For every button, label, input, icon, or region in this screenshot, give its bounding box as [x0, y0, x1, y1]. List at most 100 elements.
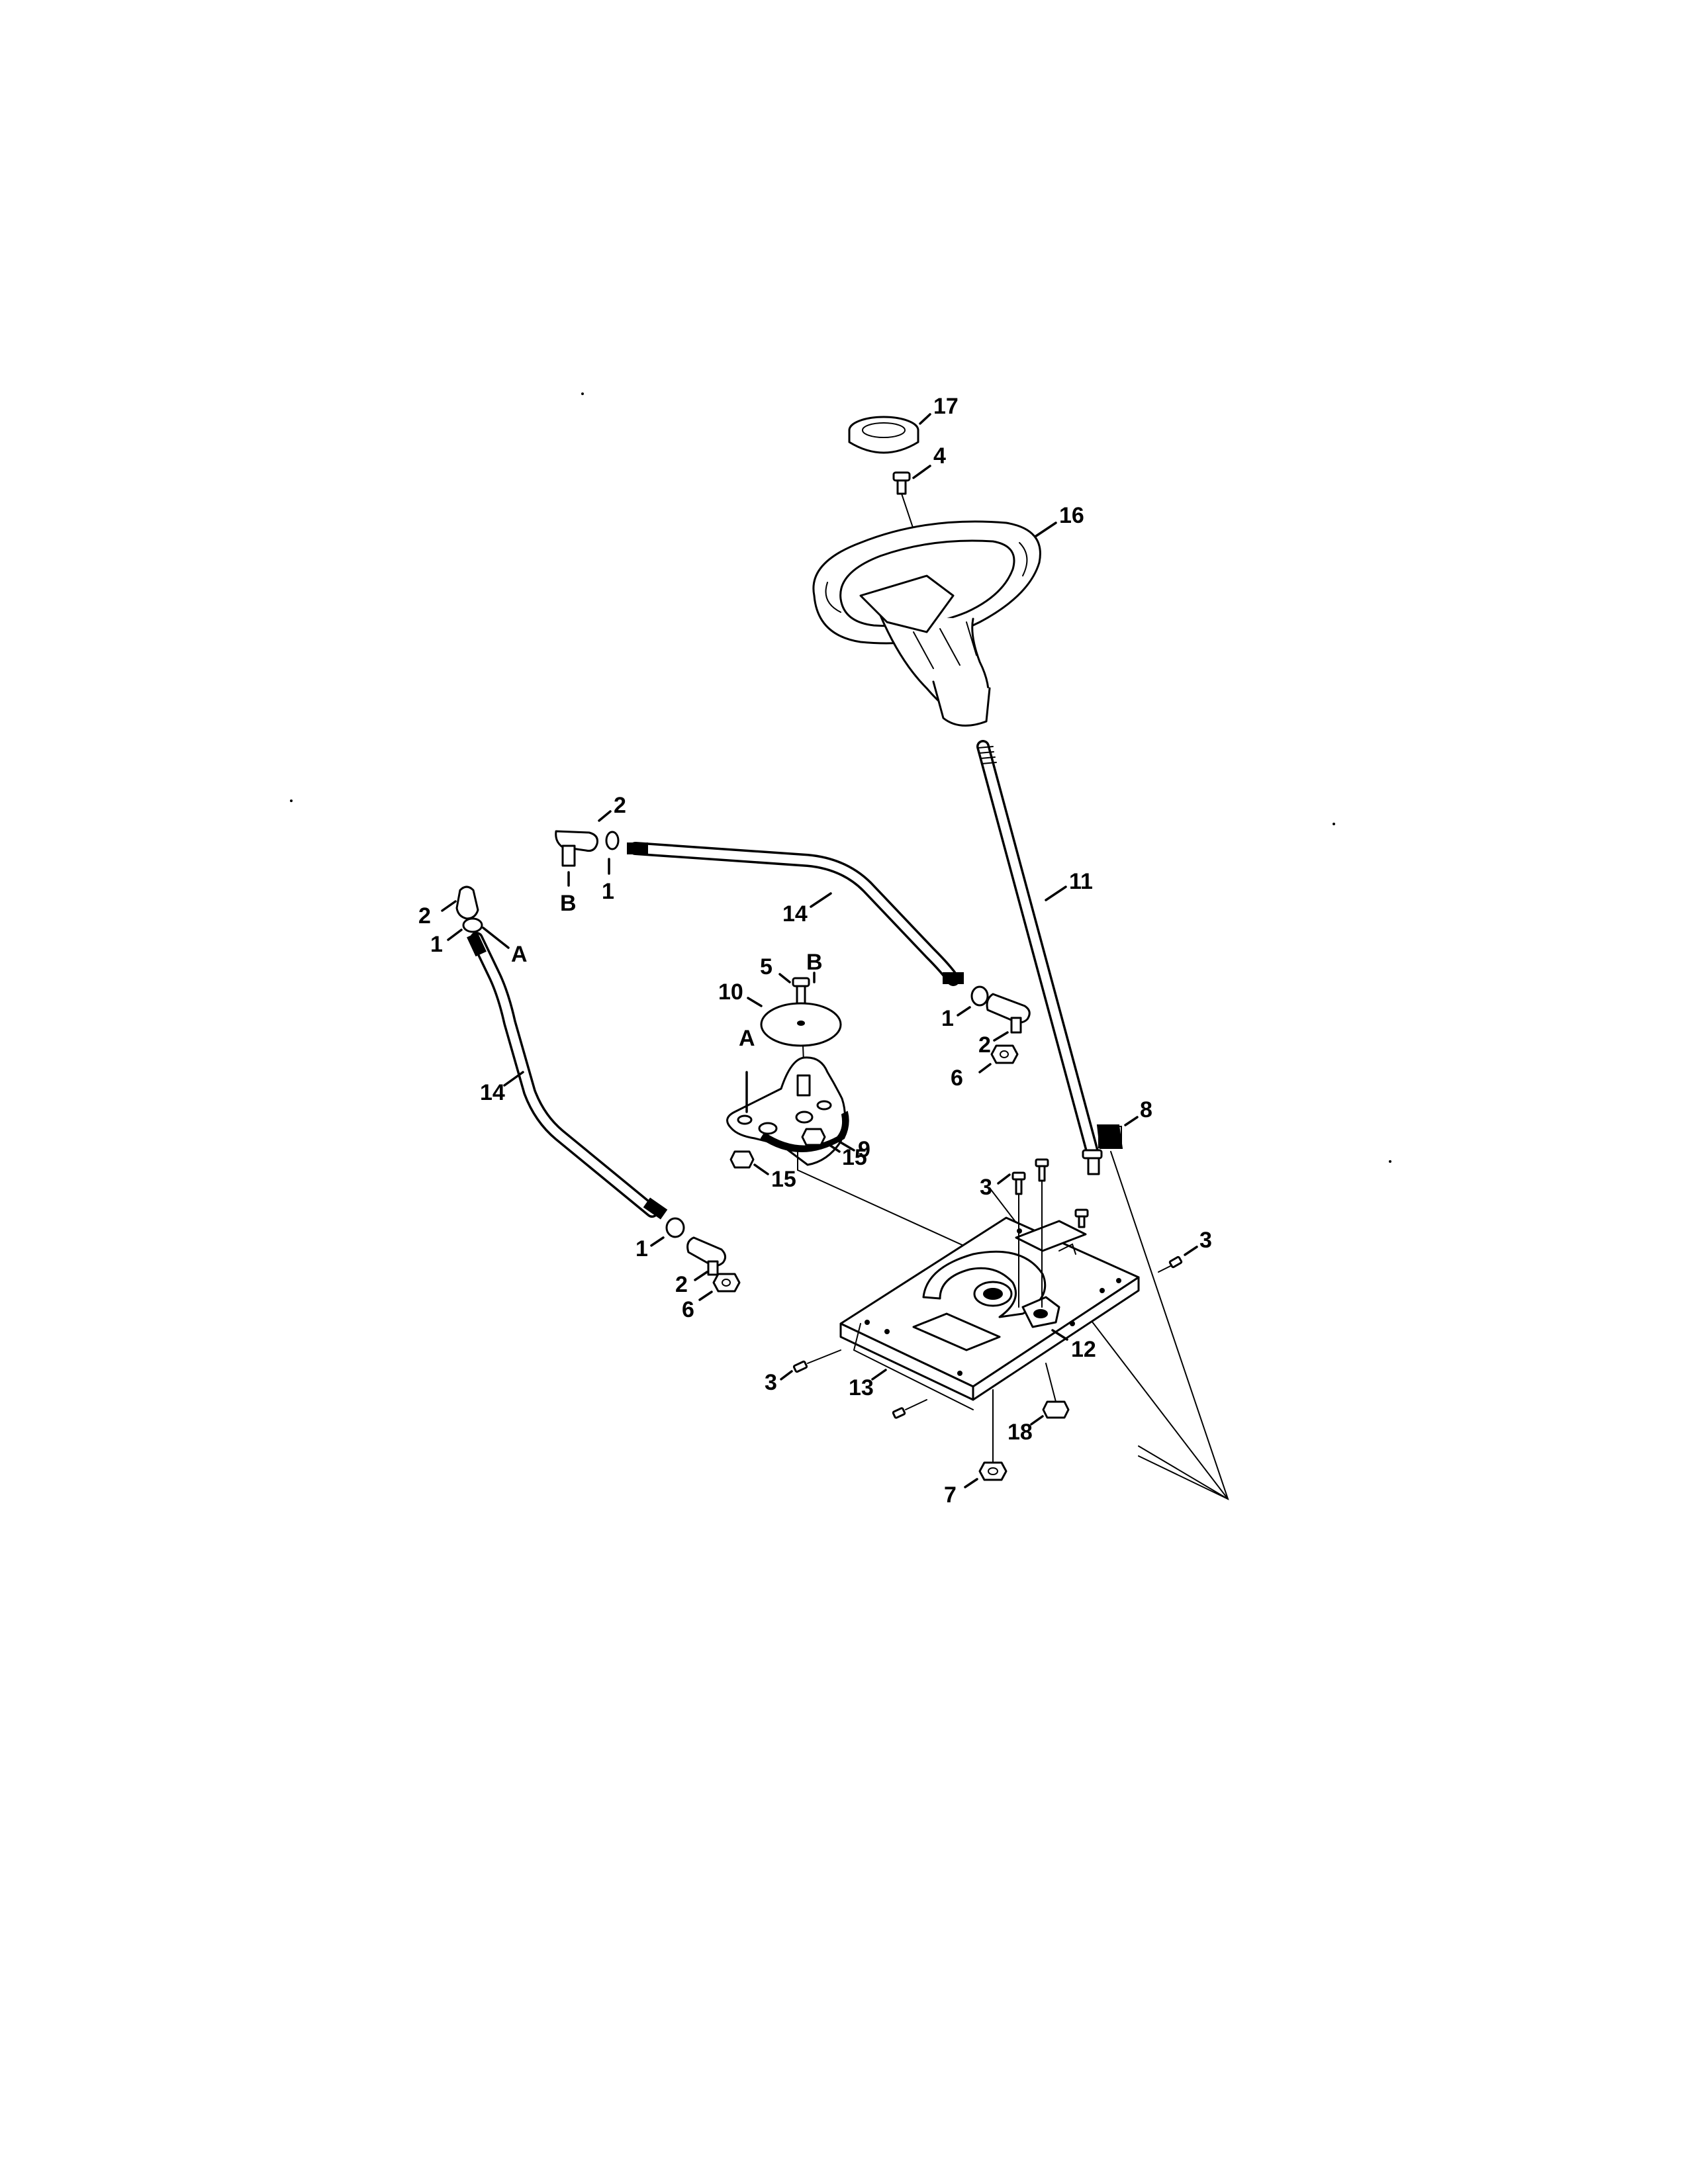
callout-8: 8	[1140, 1097, 1152, 1122]
leader-15-a	[753, 1163, 769, 1175]
callout-6-right: 6	[951, 1066, 963, 1091]
part-1-nut-top	[605, 831, 620, 850]
part-10-washer-plate	[760, 1002, 842, 1047]
part-9-sector-gear	[726, 1056, 849, 1166]
part-3-screw-top-a	[1011, 1171, 1026, 1195]
stray-mark	[581, 392, 584, 395]
part-3-screw-right	[1158, 1255, 1183, 1273]
part-7-nut	[978, 1461, 1008, 1481]
part-17-steering-cap	[848, 416, 919, 454]
callout-4: 4	[933, 443, 946, 469]
part-5-bolt	[792, 977, 810, 1006]
callout-11: 11	[1069, 869, 1093, 894]
part-3-screw-left	[792, 1349, 841, 1373]
leader-17	[919, 413, 931, 425]
stray-mark	[1333, 823, 1335, 825]
leader-3-left	[780, 1370, 793, 1381]
part-3-screw-top-b	[1035, 1158, 1049, 1182]
callout-5: 5	[760, 954, 773, 979]
part-1-nut-right	[970, 985, 989, 1007]
leader-16	[1035, 522, 1057, 537]
callout-16: 16	[1059, 503, 1084, 528]
callout-2-top: 2	[614, 793, 626, 818]
part-18-clip	[1042, 1400, 1070, 1419]
part-13-mounting-plate	[839, 1216, 1140, 1410]
reference-line-pinion	[1110, 1151, 1229, 1500]
callout-2-right: 2	[978, 1032, 991, 1058]
callout-2-bottom: 2	[675, 1272, 688, 1297]
leader-18	[1030, 1415, 1044, 1426]
callout-10: 10	[718, 979, 743, 1005]
callout-6-bottom: 6	[682, 1297, 694, 1322]
leader-12	[1051, 1329, 1068, 1341]
part-6-nut-bottom	[712, 1273, 741, 1293]
part-4-screw	[892, 471, 911, 495]
leader-8	[1124, 1116, 1139, 1126]
leader-2-right	[993, 1031, 1009, 1042]
callout-3-left: 3	[765, 1370, 777, 1395]
part-14-drag-link-upper	[627, 842, 964, 986]
part-15-nut-a	[729, 1150, 755, 1169]
callout-B-mid: B	[806, 950, 823, 975]
leader-15-b	[826, 1142, 841, 1153]
leader-1-bottom	[650, 1236, 665, 1247]
callout-1-bottom: 1	[635, 1236, 648, 1261]
leader-14-top	[810, 892, 832, 908]
part-1-nut-bottom	[665, 1217, 685, 1238]
callout-A-left: A	[511, 942, 528, 967]
part-2-ball-joint-bottom	[686, 1236, 726, 1276]
callout-A-mid: A	[739, 1026, 755, 1051]
callout-14-left: 14	[480, 1080, 505, 1105]
leader-5	[778, 973, 791, 983]
leader-10	[747, 997, 763, 1007]
leader-9	[838, 1140, 855, 1152]
callout-3-right: 3	[1199, 1228, 1212, 1253]
leader-A-left	[482, 927, 510, 949]
stray-mark	[290, 799, 293, 802]
leader-6-right	[978, 1063, 992, 1073]
callout-18: 18	[1008, 1420, 1033, 1445]
leader-2-top	[598, 810, 612, 822]
callout-9: 9	[858, 1137, 870, 1162]
part-3-screw-corner	[1074, 1208, 1089, 1228]
leader-2-bottom	[694, 1271, 708, 1281]
callout-2-left: 2	[418, 903, 431, 929]
leader-1-right	[957, 1006, 971, 1017]
callout-15-b: 15	[842, 1145, 867, 1170]
leader-7	[964, 1478, 978, 1488]
part-1-nut-left	[462, 917, 483, 933]
part-15-nut-b	[801, 1128, 826, 1146]
part-11-steering-shaft	[976, 740, 1103, 1175]
part-16-steering-wheel	[812, 520, 1041, 727]
leader-6-bottom	[698, 1291, 713, 1301]
callout-1-right: 1	[941, 1006, 954, 1031]
callout-13: 13	[849, 1375, 874, 1400]
axis-line-18	[1045, 1363, 1056, 1402]
callout-15-a: 15	[771, 1167, 796, 1192]
leader-2-left	[441, 900, 457, 912]
part-2-ball-joint-right	[986, 993, 1031, 1034]
callout-1-top: 1	[602, 879, 614, 904]
callout-B-top: B	[560, 891, 577, 916]
leader-1-left	[447, 929, 463, 941]
callout-7: 7	[944, 1482, 957, 1508]
callout-17: 17	[933, 394, 959, 419]
leader-3-right	[1184, 1246, 1198, 1256]
callout-14-top: 14	[782, 901, 808, 927]
leader-3-top	[997, 1173, 1011, 1185]
stray-mark	[1389, 1160, 1391, 1163]
leader-14-left	[503, 1071, 524, 1087]
part-2-ball-joint-top-left	[555, 830, 598, 867]
callout-1-left: 1	[430, 932, 443, 957]
leader-4	[912, 465, 931, 479]
part-6-nut-right	[990, 1044, 1019, 1064]
part-14-drag-link-lower	[467, 932, 668, 1220]
leader-13	[871, 1369, 887, 1381]
callout-12: 12	[1071, 1337, 1096, 1362]
part-8-pinion-gear	[1096, 1124, 1123, 1149]
part-2-ball-joint-left	[455, 886, 479, 920]
callout-3-top: 3	[980, 1175, 992, 1200]
leader-11	[1045, 886, 1067, 901]
part-3-screw-bottom	[892, 1399, 927, 1419]
